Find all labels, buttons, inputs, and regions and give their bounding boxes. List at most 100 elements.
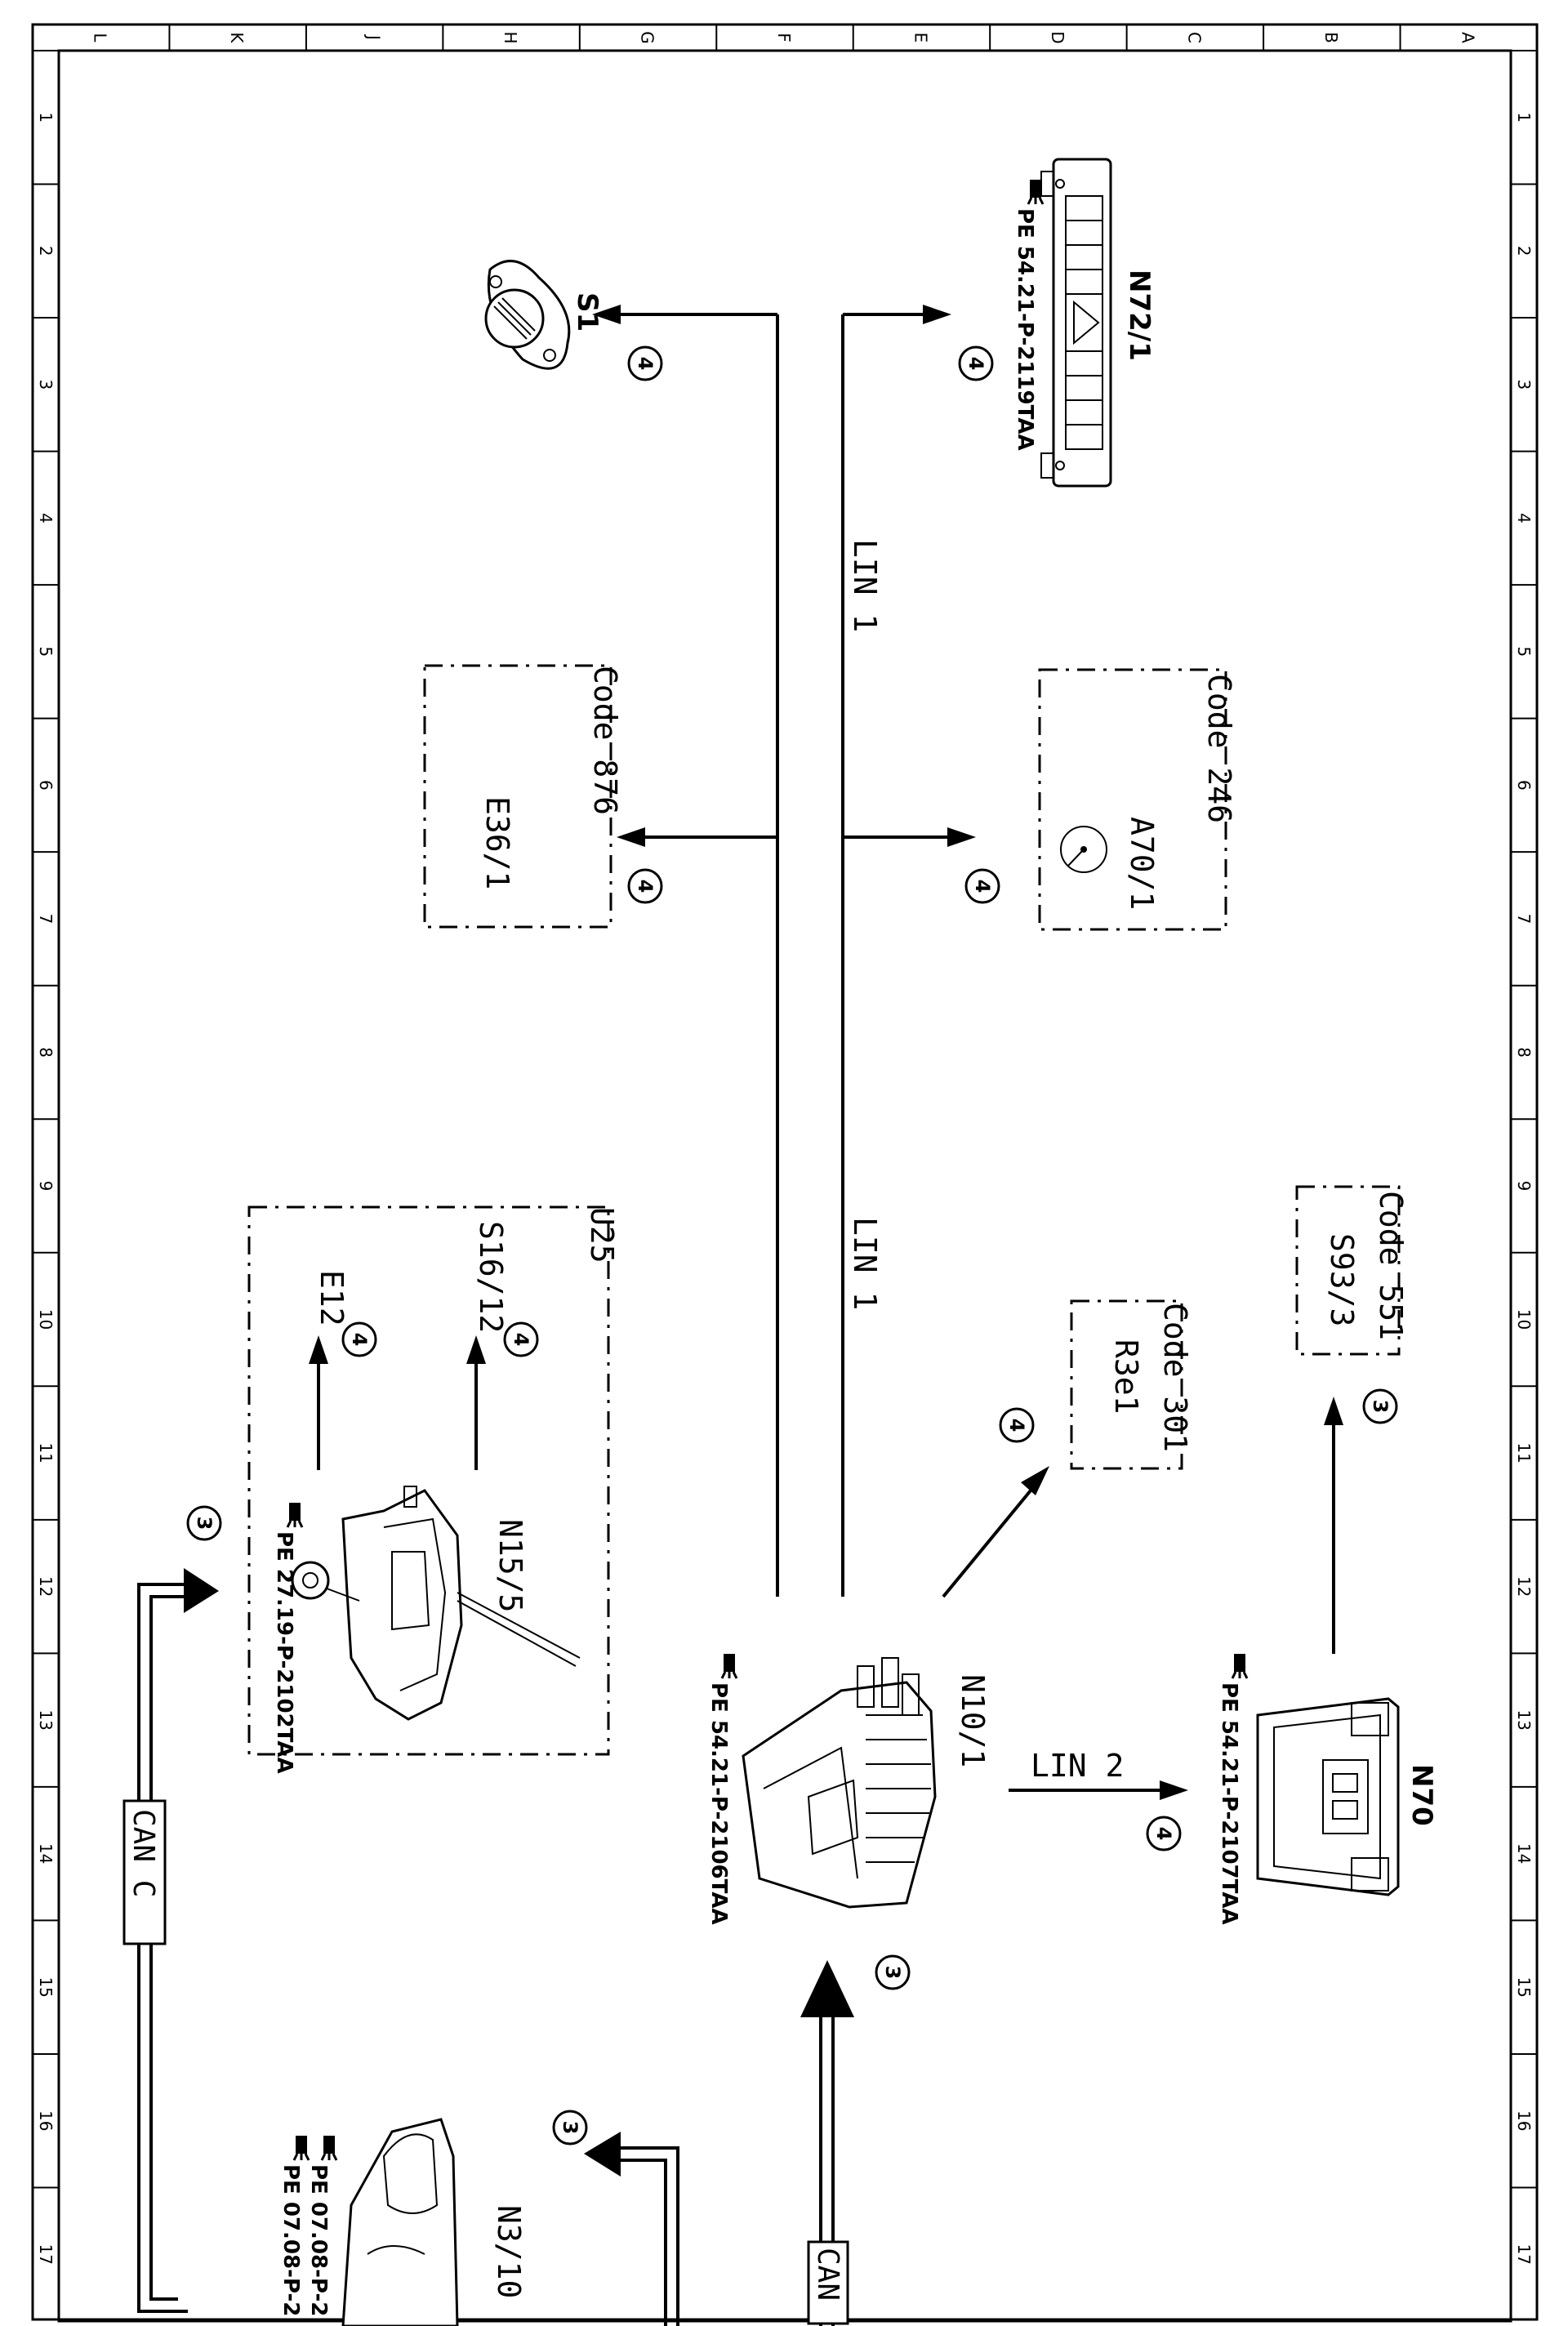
row-label: 11 xyxy=(1514,1442,1534,1463)
can-c-bus xyxy=(122,1568,219,2313)
n15-5-selector-module xyxy=(291,1486,581,1721)
row-label: 7 xyxy=(1514,914,1534,925)
circled-marker: 3 xyxy=(186,1505,222,1541)
n10-1-sam-module xyxy=(742,1657,937,1909)
circled-marker: 4 xyxy=(958,345,994,381)
svg-text:3: 3 xyxy=(881,1966,904,1980)
row-label: 11 xyxy=(36,1442,56,1463)
row-label: 6 xyxy=(1514,780,1534,791)
row-label: 14 xyxy=(36,1843,56,1864)
lin2-label: LIN 2 xyxy=(1031,1748,1124,1784)
u25-box xyxy=(247,1205,610,1756)
u25-label: U25 xyxy=(584,1207,620,1263)
can-c-label: CAN C xyxy=(127,1809,160,1897)
u25-internal-arrows xyxy=(309,1335,486,1470)
svg-text:PE 54.21-P-2119TAA: PE 54.21-P-2119TAA xyxy=(1013,208,1037,451)
n72-1-reference: PE 54.21-P-2119TAA xyxy=(1013,180,1045,451)
circled-marker: 3 xyxy=(875,1954,911,1990)
n72-1-switch-panel xyxy=(1040,158,1112,488)
manual-hand-icon xyxy=(1231,1654,1249,1679)
s1-label: S1 xyxy=(571,292,604,332)
n70-overhead-panel xyxy=(1256,1697,1400,1896)
circled-marker: 4 xyxy=(341,1321,377,1357)
column-label: H xyxy=(501,31,520,43)
can-bus-bottom xyxy=(800,1960,854,2326)
row-label: 1 xyxy=(36,112,56,123)
n3-10-label: N3/10 xyxy=(491,2205,527,2298)
row-label: 17 xyxy=(1514,2244,1534,2265)
e12-label: E12 xyxy=(314,1270,350,1326)
lin1-top-label: LIN 1 xyxy=(847,539,883,632)
code-876-label: Code 876 xyxy=(587,666,623,815)
row-label: 1 xyxy=(1514,112,1534,123)
inner-frame xyxy=(57,49,1512,2323)
n15-5-reference: PE 27.19-P-2102TAA xyxy=(272,1503,304,1774)
lin1-bus xyxy=(592,305,976,1597)
row-label: 2 xyxy=(1514,246,1534,256)
row-label: 17 xyxy=(36,2244,56,2265)
svg-text:PE 07.08-P-2: PE 07.08-P-2 xyxy=(278,2164,303,2316)
row-label: 6 xyxy=(36,780,56,791)
s93-3-label: S93/3 xyxy=(1324,1233,1360,1326)
row-label: 9 xyxy=(1514,1181,1534,1192)
n72-1-label: N72/1 xyxy=(1123,270,1156,361)
column-label: E xyxy=(911,33,930,43)
row-label: 9 xyxy=(36,1181,56,1192)
code-301-box xyxy=(1070,1299,1183,1470)
svg-text:4: 4 xyxy=(964,357,987,371)
column-label: A xyxy=(1458,32,1477,43)
code-876-box xyxy=(423,664,612,929)
arrow-to-s93-3 xyxy=(1324,1397,1343,1654)
arrow-to-r3e1 xyxy=(942,1466,1049,1598)
row-label: 13 xyxy=(1514,1709,1534,1730)
column-label: F xyxy=(774,33,794,42)
row-label: 3 xyxy=(36,379,56,390)
n70-label: N70 xyxy=(1405,1764,1438,1826)
n3-10-engine-control xyxy=(341,2118,679,2326)
svg-text:PE 54.21-P-2107TAA: PE 54.21-P-2107TAA xyxy=(1217,1682,1241,1925)
column-label: K xyxy=(227,32,247,43)
outer-frame xyxy=(31,23,1539,2321)
n70-reference: PE 54.21-P-2107TAA xyxy=(1217,1654,1249,1925)
column-label: G xyxy=(638,31,657,44)
svg-text:3: 3 xyxy=(1369,1400,1392,1414)
svg-text:4: 4 xyxy=(1152,1827,1175,1841)
svg-text:3: 3 xyxy=(193,1517,216,1531)
row-label: 3 xyxy=(1514,379,1534,390)
r3e1-label: R3e1 xyxy=(1108,1339,1144,1415)
lin1-bottom-label: LIN 1 xyxy=(847,1217,883,1310)
circled-marker: 4 xyxy=(503,1321,539,1357)
code-551-box xyxy=(1295,1185,1401,1356)
row-label: 12 xyxy=(1514,1576,1534,1597)
circled-marker: 4 xyxy=(627,868,663,904)
svg-text:3: 3 xyxy=(559,2121,581,2135)
circled-marker: 4 xyxy=(1146,1816,1182,1851)
manual-hand-icon xyxy=(292,2136,310,2161)
row-label: 4 xyxy=(36,513,56,524)
code-301-label: Code 301 xyxy=(1157,1303,1193,1452)
svg-text:PE 27.19-P-2102TAA: PE 27.19-P-2102TAA xyxy=(272,1531,296,1774)
a70-1-label: A70/1 xyxy=(1124,817,1160,910)
circled-marker: 3 xyxy=(1362,1388,1398,1424)
circled-marker: 4 xyxy=(964,868,1000,904)
svg-text:PE 54.21-P-2106TAA: PE 54.21-P-2106TAA xyxy=(706,1682,731,1925)
circled-marker: 4 xyxy=(999,1407,1035,1443)
svg-text:4: 4 xyxy=(1005,1419,1028,1433)
column-label: J xyxy=(364,33,384,40)
row-label: 7 xyxy=(36,914,56,925)
column-label: D xyxy=(1048,31,1067,43)
row-label: 16 xyxy=(1514,2110,1534,2131)
svg-text:4: 4 xyxy=(971,880,994,893)
lin2-bus xyxy=(1009,1780,1188,1800)
can-bottom-label: CAN xyxy=(811,2248,844,2301)
row-label: 8 xyxy=(36,1047,56,1058)
svg-text:4: 4 xyxy=(510,1333,532,1347)
manual-hand-icon xyxy=(720,1654,738,1679)
row-label: 14 xyxy=(1514,1843,1534,1864)
n10-1-label: N10/1 xyxy=(955,1674,991,1767)
code-246-box xyxy=(1038,668,1227,931)
row-label: 13 xyxy=(36,1709,56,1730)
row-label: 12 xyxy=(36,1576,56,1597)
n10-1-reference: PE 54.21-P-2106TAA xyxy=(706,1654,738,1925)
